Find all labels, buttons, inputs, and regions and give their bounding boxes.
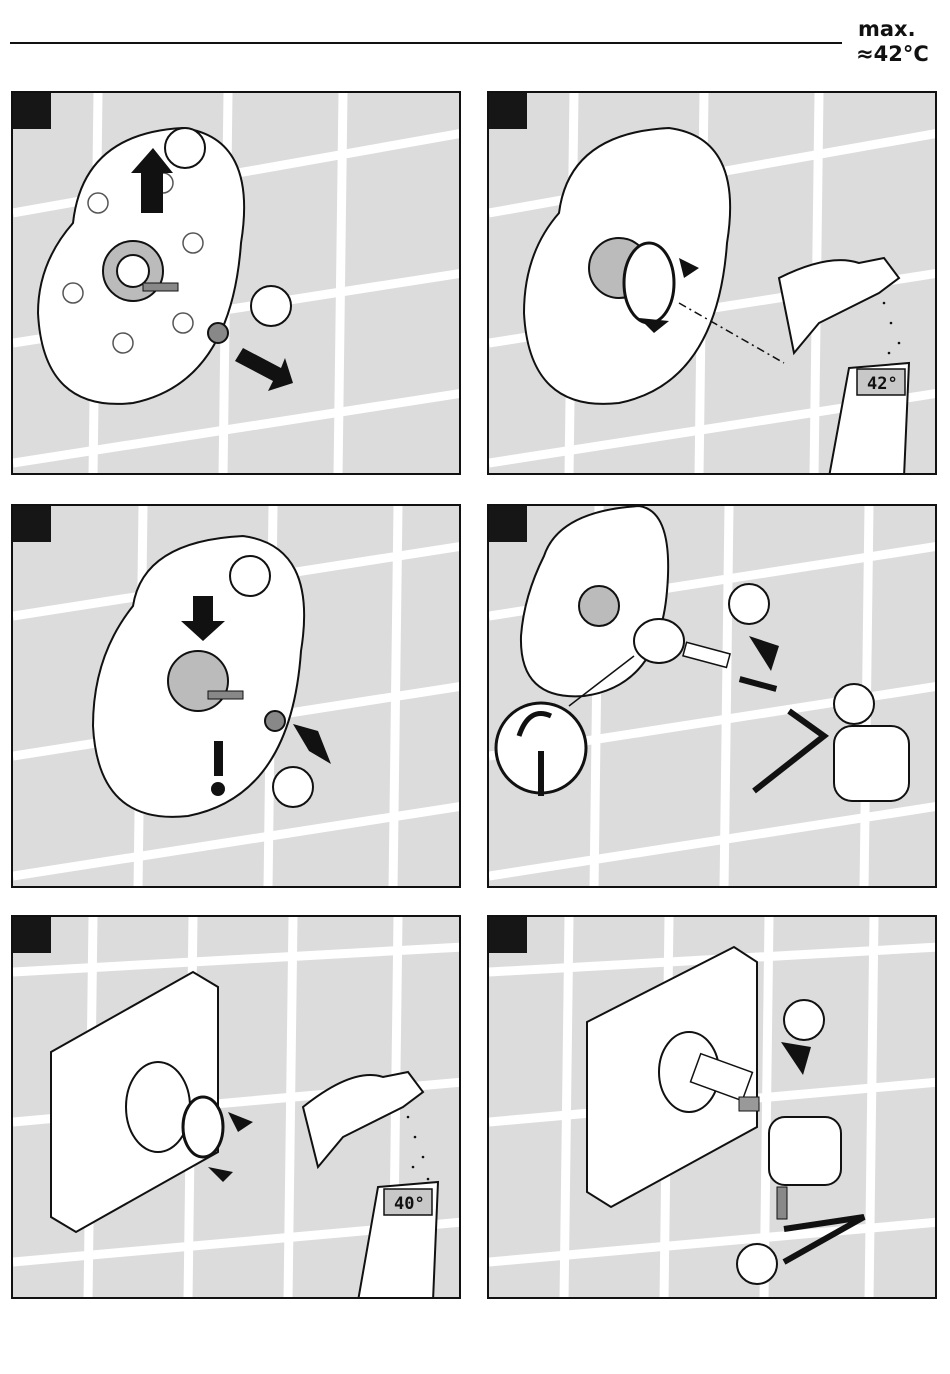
step-panel-6 (487, 915, 937, 1299)
header-rule (10, 42, 842, 44)
check-temperature-illustration: 40° (13, 917, 461, 1299)
mount-handle-illustration (489, 917, 937, 1299)
reinstall-clip-and-ring-illustration (13, 506, 461, 888)
step-panel-5: 40° (11, 915, 461, 1299)
set-temperature-illustration: 42° (489, 93, 937, 475)
mount-extension-illustration (489, 506, 937, 888)
remove-clip-and-ring-illustration (13, 93, 461, 475)
thermometer-display: 40° (394, 1194, 425, 1214)
max-label: max. (858, 18, 916, 40)
step-panel-1 (11, 91, 461, 475)
temperature-label: ≈42°C (856, 42, 929, 66)
step-panel-2: 42° (487, 91, 937, 475)
step-panel-4 (487, 504, 937, 888)
step-panel-3 (11, 504, 461, 888)
thermometer-display: 42° (867, 374, 898, 394)
